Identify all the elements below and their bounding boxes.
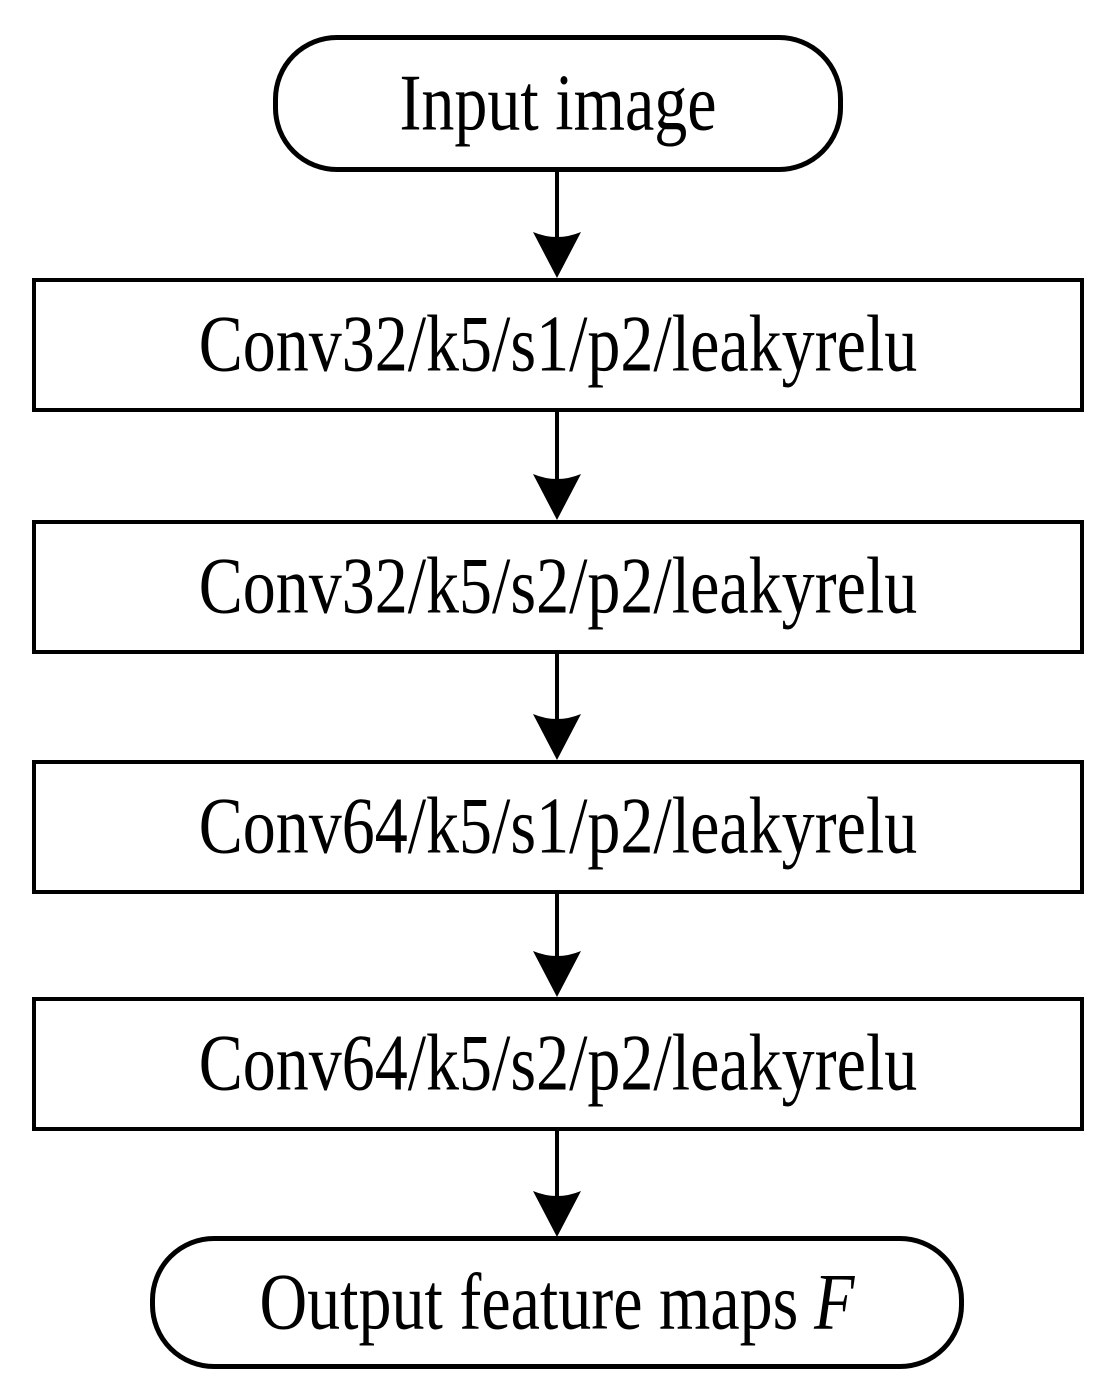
node-conv32-k5-s1: Conv32/k5/s1/p2/leakyrelu bbox=[32, 278, 1084, 412]
arrow-down-icon bbox=[533, 654, 581, 760]
node-conv32-k5-s2-label: Conv32/k5/s2/p2/leakyrelu bbox=[198, 541, 918, 631]
node-conv64-k5-s2: Conv64/k5/s2/p2/leakyrelu bbox=[32, 997, 1084, 1131]
node-conv64-k5-s1-label: Conv64/k5/s1/p2/leakyrelu bbox=[198, 781, 918, 871]
arrow-down-icon bbox=[533, 172, 581, 278]
node-conv32-k5-s2: Conv32/k5/s2/p2/leakyrelu bbox=[32, 520, 1084, 654]
node-conv32-k5-s1-label: Conv32/k5/s1/p2/leakyrelu bbox=[198, 299, 918, 389]
node-input-image-label: Input image bbox=[399, 58, 717, 148]
output-label-text: Output feature maps bbox=[259, 1257, 799, 1347]
arrow-down-icon bbox=[533, 412, 581, 520]
node-conv64-k5-s1: Conv64/k5/s1/p2/leakyrelu bbox=[32, 760, 1084, 894]
feature-maps-variable-F: F bbox=[814, 1257, 855, 1347]
node-conv64-k5-s2-label: Conv64/k5/s2/p2/leakyrelu bbox=[198, 1018, 918, 1108]
arrow-down-icon bbox=[533, 1131, 581, 1237]
arrow-down-icon bbox=[533, 894, 581, 997]
node-input-image: Input image bbox=[273, 35, 843, 172]
